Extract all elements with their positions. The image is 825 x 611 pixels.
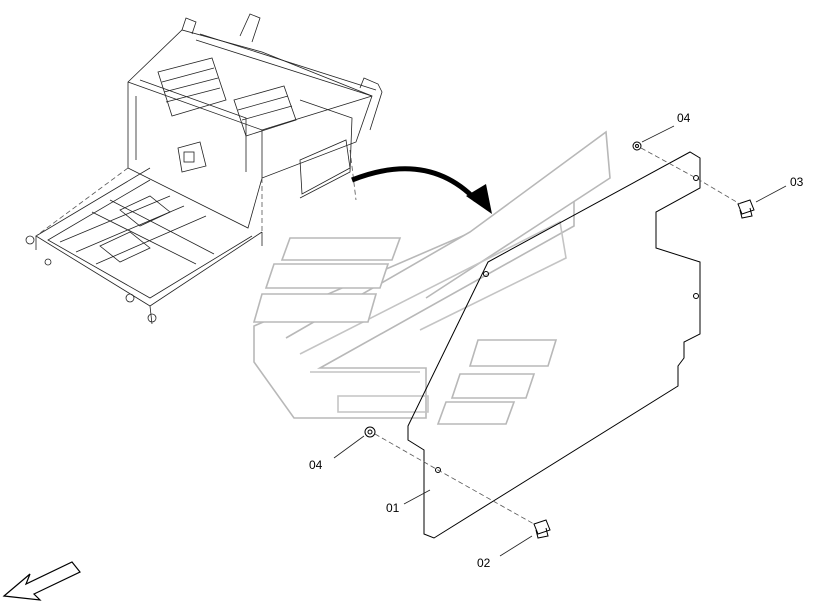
assembly-line-bottom: [374, 433, 535, 525]
washer-top: [632, 141, 642, 151]
leader-04-left: [333, 435, 365, 459]
leader-03: [755, 185, 787, 203]
assembly-line-top: [640, 147, 741, 205]
callout-01: 01: [386, 501, 400, 515]
frame-assembly: [25, 13, 383, 325]
housing-outline: [252, 130, 611, 425]
callout-04-left: 04: [309, 458, 323, 472]
fastener-bottom: [533, 519, 551, 539]
leader-01: [403, 489, 431, 505]
callout-02: 02: [477, 556, 491, 570]
leader-02: [499, 535, 533, 557]
cover-panel: [407, 151, 701, 539]
orientation-arrow-icon: [2, 561, 81, 601]
callout-03: 03: [790, 175, 804, 189]
curved-arrow-icon: [351, 166, 492, 214]
fastener-top: [737, 199, 755, 219]
washer-left: [364, 426, 376, 438]
callout-04-top: 04: [677, 111, 691, 125]
leader-04-top: [641, 125, 675, 143]
